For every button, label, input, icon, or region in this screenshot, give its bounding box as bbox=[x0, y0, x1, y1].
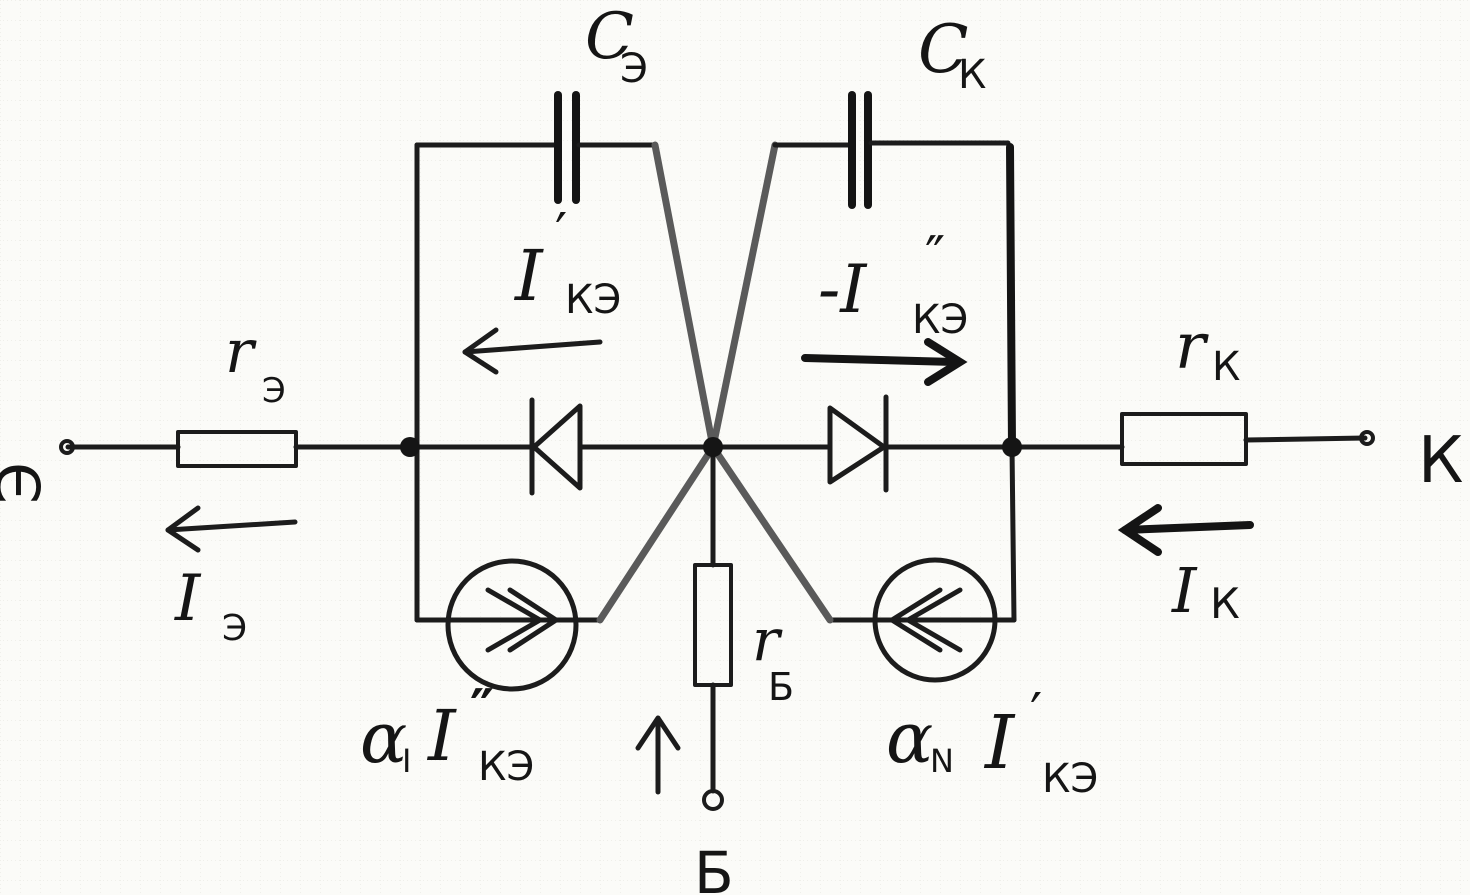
svg-text:I: I bbox=[402, 742, 411, 780]
svg-text:I: I bbox=[983, 700, 1016, 786]
label-terminal-collector: К bbox=[1418, 424, 1463, 498]
label-res-collector: r К bbox=[1175, 310, 1240, 390]
svg-text:′: ′ bbox=[555, 202, 567, 265]
wire-diag-upper-right bbox=[709, 141, 779, 451]
svg-text:К: К bbox=[1210, 579, 1240, 628]
arrow-base-current bbox=[635, 715, 681, 795]
wire-right-vertical-top bbox=[1006, 143, 1016, 451]
label-cap-collector: C К bbox=[918, 11, 986, 98]
svg-text:I: I bbox=[426, 695, 457, 777]
label-diode-collector-current: -I ″ КЭ bbox=[818, 225, 968, 343]
node-collector-junction bbox=[1002, 437, 1022, 457]
diode-collector bbox=[827, 394, 889, 493]
node-center-junction bbox=[703, 437, 723, 457]
label-emitter-current: I Э bbox=[174, 562, 247, 649]
svg-text:КЭ: КЭ bbox=[1042, 756, 1098, 802]
svg-text:r: r bbox=[225, 317, 257, 387]
svg-text:′: ′ bbox=[1030, 682, 1042, 745]
svg-text:I: I bbox=[513, 235, 544, 317]
svg-text:C: C bbox=[918, 11, 969, 88]
svg-text:КЭ: КЭ bbox=[478, 744, 534, 790]
svg-text:″: ″ bbox=[925, 225, 945, 288]
arrow-collector-current bbox=[1117, 504, 1254, 556]
svg-text:″: ″ bbox=[470, 678, 494, 741]
terminal-collector[interactable] bbox=[1359, 430, 1375, 446]
wire-right-vertical-bottom bbox=[1009, 444, 1017, 623]
svg-text:К: К bbox=[1212, 344, 1240, 390]
arrow-diode-emitter-current bbox=[462, 327, 603, 375]
svg-text:I: I bbox=[174, 562, 202, 636]
terminal-emitter[interactable] bbox=[59, 439, 75, 455]
wire-diag-upper-left bbox=[651, 141, 717, 451]
current-source-inverse bbox=[445, 558, 583, 692]
svg-text:C: C bbox=[585, 0, 634, 74]
wire-collector-lead bbox=[1243, 435, 1368, 443]
svg-text:Э: Э bbox=[620, 46, 648, 92]
label-res-emitter: r Э bbox=[225, 317, 286, 411]
svg-text:КЭ: КЭ bbox=[912, 297, 968, 343]
label-terminal-emitter: Э bbox=[0, 462, 55, 504]
svg-text:N: N bbox=[930, 742, 954, 780]
svg-text:I: I bbox=[1171, 554, 1198, 627]
label-diode-emitter-current: I ′ КЭ bbox=[513, 202, 621, 323]
svg-text:Б: Б bbox=[768, 665, 794, 709]
svg-text:r: r bbox=[1175, 310, 1209, 384]
wire-diag-lower-right bbox=[709, 443, 834, 624]
label-terminal-base: Б bbox=[694, 839, 734, 895]
svg-text:α: α bbox=[360, 697, 407, 779]
wire-diag-lower-left bbox=[596, 443, 717, 624]
label-source-inverse: α I I ″ КЭ bbox=[360, 678, 534, 790]
label-res-base: r Б bbox=[752, 606, 794, 709]
current-source-normal bbox=[872, 557, 998, 683]
arrow-emitter-current bbox=[165, 505, 298, 553]
svg-text:Э: Э bbox=[222, 608, 247, 649]
svg-text:Э: Э bbox=[262, 371, 286, 411]
diode-emitter bbox=[529, 397, 583, 496]
node-emitter-junction bbox=[400, 437, 420, 457]
svg-text:-I: -I bbox=[818, 251, 868, 328]
svg-text:КЭ: КЭ bbox=[565, 277, 621, 323]
label-cap-emitter: C Э bbox=[585, 0, 648, 92]
svg-text:К: К bbox=[958, 52, 986, 98]
label-collector-current: I К bbox=[1171, 554, 1240, 628]
arrow-diode-collector-current bbox=[801, 338, 968, 386]
svg-text:r: r bbox=[752, 606, 783, 674]
svg-text:α: α bbox=[886, 697, 933, 779]
label-source-normal: α N I ′ КЭ bbox=[886, 682, 1098, 802]
